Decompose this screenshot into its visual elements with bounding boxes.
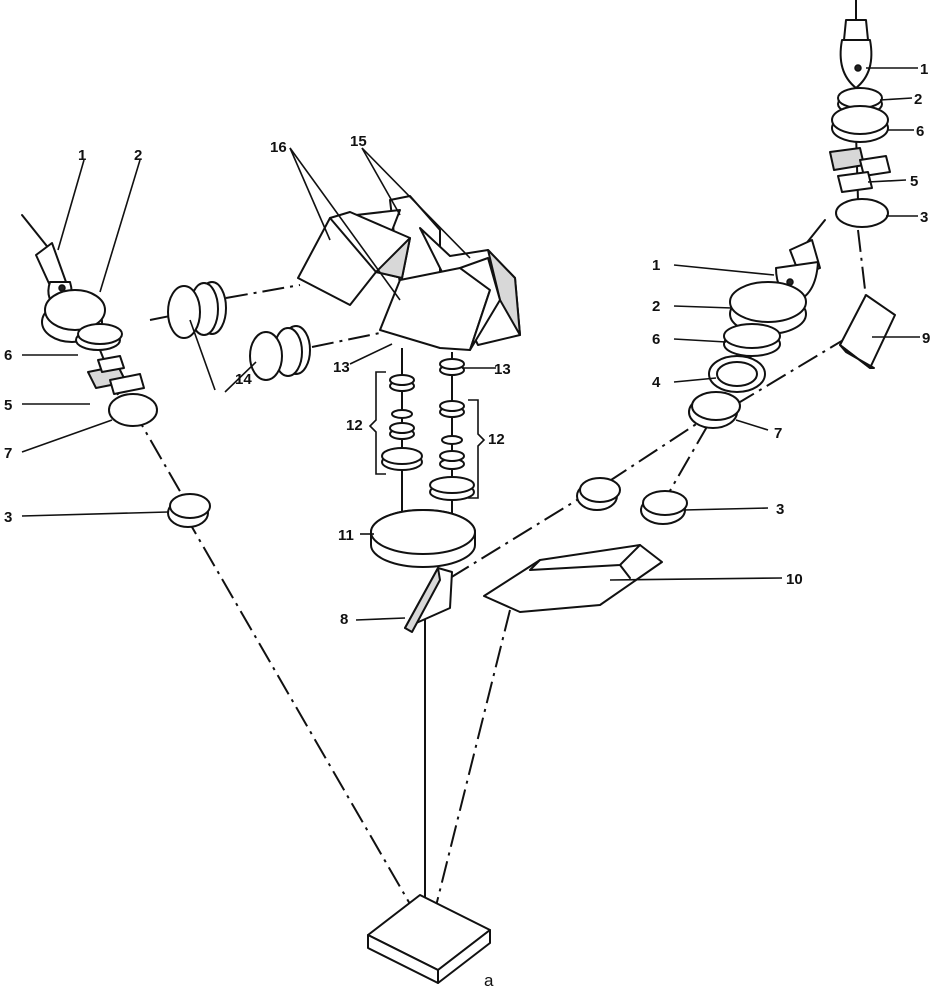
label-10: 10 xyxy=(786,571,803,588)
prism-9 xyxy=(839,294,896,369)
label-16: 16 xyxy=(270,139,287,156)
top-right-slit-5 xyxy=(829,147,865,171)
label-2-left: 2 xyxy=(134,147,142,164)
label-4: 4 xyxy=(652,374,661,391)
label-13-left: 13 xyxy=(333,359,350,376)
label-3-top: 3 xyxy=(920,209,928,226)
top-right-lamp-bulb xyxy=(839,39,873,89)
label-3-right: 3 xyxy=(776,501,784,518)
label-2-top: 2 xyxy=(914,91,922,108)
label-1-left: 1 xyxy=(78,147,86,164)
label-7-right: 7 xyxy=(774,425,782,442)
bracket-12-left xyxy=(368,371,386,475)
label-7-left: 7 xyxy=(4,445,12,462)
label-6-top: 6 xyxy=(916,123,924,140)
label-2-right: 2 xyxy=(652,298,660,315)
label-15: 15 xyxy=(350,133,367,150)
labels: 1 2 6 5 7 3 16 15 14 13 13 12 12 11 8 1 … xyxy=(4,61,930,990)
label-5-left: 5 xyxy=(4,397,12,414)
right-lamp-assembly xyxy=(576,219,826,525)
top-right-lens-3 xyxy=(835,198,889,228)
label-6-right: 6 xyxy=(652,331,660,348)
label-leaders xyxy=(21,67,920,621)
label-12-right: 12 xyxy=(488,431,505,448)
bracket-12-right xyxy=(468,399,486,499)
prism-block-16 xyxy=(297,209,501,351)
label-14: 14 xyxy=(235,371,252,388)
label-6-left: 6 xyxy=(4,347,12,364)
left-lens-7 xyxy=(108,393,158,427)
specimen-plate xyxy=(367,894,491,984)
label-11: 11 xyxy=(338,527,354,544)
left-lamp-assembly xyxy=(21,214,211,528)
eyepiece-14-lower xyxy=(249,325,311,381)
label-9: 9 xyxy=(922,330,930,347)
label-1-right: 1 xyxy=(652,257,660,274)
objective-11 xyxy=(370,509,476,568)
figure-sublabel: a xyxy=(484,971,494,990)
label-12-left: 12 xyxy=(346,417,363,434)
label-8: 8 xyxy=(340,611,348,628)
top-right-lamp-assembly xyxy=(829,0,896,369)
label-3-left: 3 xyxy=(4,509,12,526)
label-13-right: 13 xyxy=(494,361,511,378)
label-1-top: 1 xyxy=(920,61,928,78)
label-5-top: 5 xyxy=(910,173,918,190)
tube-left-12 xyxy=(381,374,423,471)
mirror-8 xyxy=(404,567,453,633)
prism-10 xyxy=(483,544,663,613)
eyepiece-14-upper xyxy=(167,281,227,339)
tube-right-12 xyxy=(429,358,475,501)
